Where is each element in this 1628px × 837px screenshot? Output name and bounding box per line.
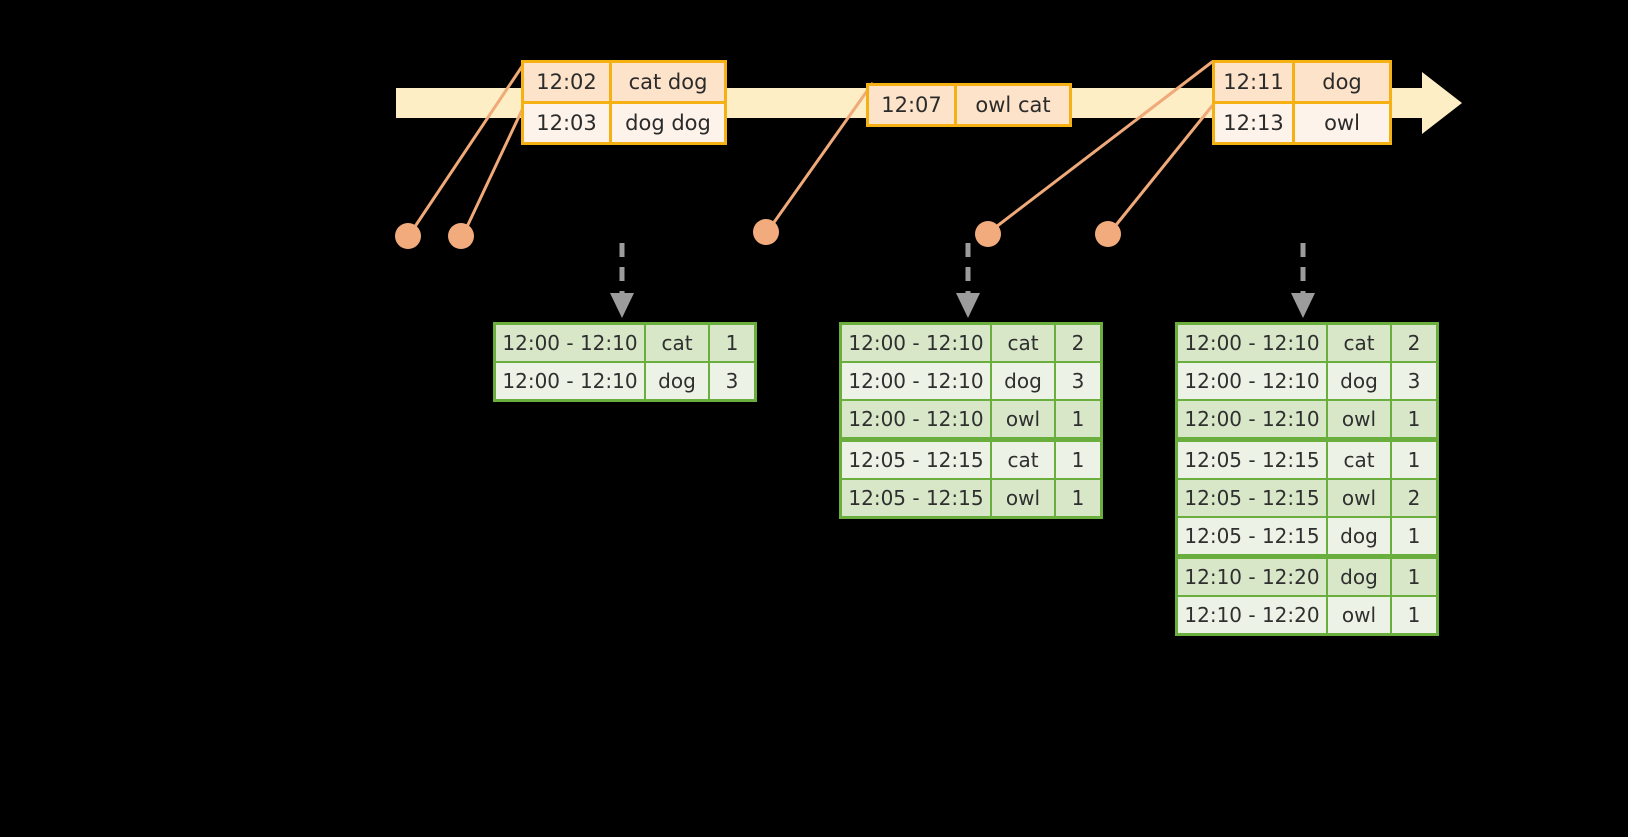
table-cell-word: owl [1328,401,1390,437]
event-dot-2 [448,223,474,249]
table-cell-window: 12:00 - 12:10 [1178,363,1326,399]
table-cell-word: owl [992,480,1054,516]
event-time: 12:02 [524,63,612,101]
event-dots [395,219,1121,249]
table-cell-word: cat [646,325,708,361]
event-group-1[interactable]: 12:02 cat dog 12:03 dog dog [521,60,727,145]
event-words: owl cat [957,86,1069,124]
table-cell-window: 12:00 - 12:10 [1178,401,1326,437]
table-cell-count: 1 [1392,401,1436,437]
table-cell-window: 12:00 - 12:10 [496,325,644,361]
table-cell-window: 12:00 - 12:10 [842,363,990,399]
event-dot-3 [753,219,779,245]
table-cell-count: 1 [1056,401,1100,437]
table-cell-window: 12:00 - 12:10 [1178,325,1326,361]
table-cell-count: 1 [1392,442,1436,478]
connector-1 [410,60,527,233]
table-cell-count: 3 [710,363,754,399]
table-cell-count: 3 [1056,363,1100,399]
table-cell-window: 12:05 - 12:15 [1178,442,1326,478]
table-cell-word: dog [646,363,708,399]
table-cell-count: 2 [1392,480,1436,516]
table-cell-word: cat [992,442,1054,478]
event-dot-1 [395,223,421,249]
table-cell-window: 12:05 - 12:15 [1178,518,1326,554]
table-cell-word: dog [1328,559,1390,595]
table-cell-window: 12:00 - 12:10 [496,363,644,399]
dashed-arrows [610,243,1315,318]
table-cell-count: 1 [1056,442,1100,478]
table-cell-word: cat [1328,325,1390,361]
event-time: 12:07 [869,86,957,124]
event-time: 12:03 [524,104,612,142]
table-cell-count: 1 [710,325,754,361]
table-cell-window: 12:10 - 12:20 [1178,597,1326,633]
event-time: 12:11 [1215,63,1295,101]
table-cell-window: 12:00 - 12:10 [842,401,990,437]
event-group-2[interactable]: 12:07 owl cat [866,83,1072,127]
event-row[interactable]: 12:07 owl cat [869,86,1069,124]
table-cell-window: 12:00 - 12:10 [842,325,990,361]
event-row[interactable]: 12:11 dog [1215,63,1389,101]
table-cell-word: cat [992,325,1054,361]
table-cell-word: dog [1328,363,1390,399]
connector-2 [463,108,524,233]
event-words: dog [1295,63,1389,101]
table-cell-word: dog [1328,518,1390,554]
dashed-arrow-2 [956,243,980,318]
table-cell-count: 2 [1056,325,1100,361]
event-row[interactable]: 12:13 owl [1215,101,1389,142]
table-cell-window: 12:05 - 12:15 [842,442,990,478]
event-group-3[interactable]: 12:11 dog 12:13 owl [1212,60,1392,145]
event-dot-4 [975,221,1001,247]
connector-3 [768,82,874,230]
event-words: dog dog [612,104,724,142]
table-cell-count: 1 [1056,480,1100,516]
table-cell-word: owl [1328,597,1390,633]
dashed-arrow-1 [610,243,634,318]
connector-5 [1110,104,1214,232]
table-cell-word: cat [1328,442,1390,478]
table-cell-count: 1 [1392,597,1436,633]
table-cell-window: 12:10 - 12:20 [1178,559,1326,595]
event-words: owl [1295,104,1389,142]
event-time: 12:13 [1215,104,1295,142]
table-cell-count: 2 [1392,325,1436,361]
event-words: cat dog [612,63,724,101]
event-row[interactable]: 12:02 cat dog [524,63,724,101]
table-cell-count: 1 [1392,559,1436,595]
event-dot-5 [1095,221,1121,247]
table-cell-word: dog [992,363,1054,399]
event-row[interactable]: 12:03 dog dog [524,101,724,142]
dashed-arrow-3 [1291,243,1315,318]
table-cell-count: 3 [1392,363,1436,399]
table-cell-word: owl [1328,480,1390,516]
table-cell-word: owl [992,401,1054,437]
table-cell-window: 12:05 - 12:15 [842,480,990,516]
table-cell-window: 12:05 - 12:15 [1178,480,1326,516]
table-cell-count: 1 [1392,518,1436,554]
